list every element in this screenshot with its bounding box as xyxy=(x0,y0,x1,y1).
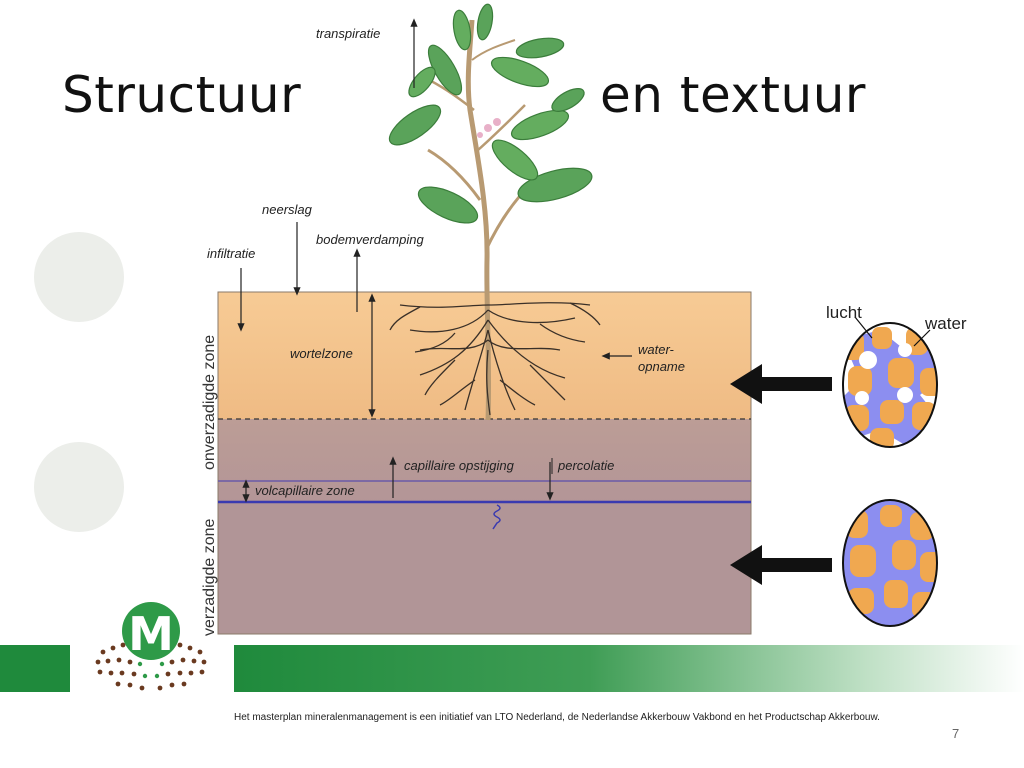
decorative-circle-bottom xyxy=(34,442,124,532)
label-saturated-zone: verzadigde zone xyxy=(201,518,218,636)
footer-note: Het masterplan mineralenmanagement is ee… xyxy=(234,712,880,723)
slide-title-textuur: en textuur xyxy=(600,66,866,124)
pointer-arrow-top xyxy=(730,364,832,404)
pointer-arrow-bottom xyxy=(730,545,832,585)
pore-detail-unsaturated xyxy=(842,316,938,448)
logo-dots-green xyxy=(137,661,165,679)
slide-title-structuur: Structuur xyxy=(62,66,302,124)
logo: M xyxy=(95,602,207,691)
pointer-arrows xyxy=(730,364,832,585)
label-root-zone: wortelzone xyxy=(290,346,353,361)
label-percolation: percolatie xyxy=(557,458,614,473)
label-air: lucht xyxy=(826,303,862,322)
label-water-uptake-1: water- xyxy=(638,342,675,357)
label-capillary-fringe: volcapillaire zone xyxy=(255,483,355,498)
label-unsaturated-zone: onverzadigde zone xyxy=(201,335,218,470)
label-water-uptake-2: opname xyxy=(638,359,685,374)
label-precipitation: neerslag xyxy=(262,202,313,217)
decorative-circle-top xyxy=(34,232,124,322)
pore-detail-saturated xyxy=(842,499,938,627)
logo-badge xyxy=(122,602,180,660)
footer-band-right xyxy=(234,645,1024,692)
footer-band-left xyxy=(0,645,70,692)
label-infiltration: infiltratie xyxy=(207,246,255,261)
logo-dots xyxy=(95,642,207,691)
plant-illustration xyxy=(388,3,593,421)
label-soil-evaporation: bodemverdamping xyxy=(316,232,424,247)
label-water: water xyxy=(924,314,967,333)
logo-letter: M xyxy=(128,607,174,661)
process-arrows xyxy=(237,18,632,503)
soil-profile xyxy=(217,291,752,635)
label-transpiration: transpiratie xyxy=(316,26,380,41)
page-number: 7 xyxy=(952,726,960,741)
label-capillary-rise: capillaire opstijging xyxy=(404,458,515,473)
root-system xyxy=(389,302,601,416)
